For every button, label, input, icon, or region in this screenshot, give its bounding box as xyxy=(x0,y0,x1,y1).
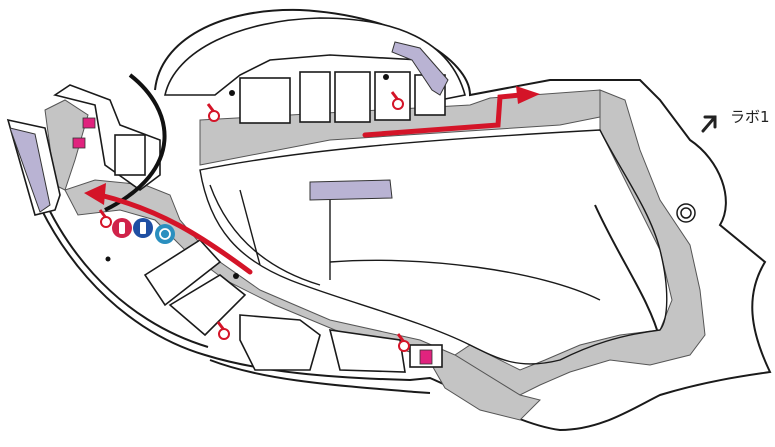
restroom-accessible-icon xyxy=(155,224,175,244)
route-arrow-icon xyxy=(97,192,253,275)
fire-extinguisher-markers xyxy=(98,91,410,352)
stairs-upper xyxy=(309,41,449,201)
elevator-icon xyxy=(72,137,86,149)
courtyard xyxy=(199,129,668,365)
elevator-icons xyxy=(72,117,433,365)
corridor xyxy=(44,89,706,421)
fire-extinguisher-icon xyxy=(98,209,112,228)
fire-extinguisher-icon xyxy=(216,321,230,340)
lower-rooms xyxy=(143,238,443,373)
fire-extinguisher-icon xyxy=(396,333,410,352)
restroom-female-icon xyxy=(112,218,132,238)
upper-rooms xyxy=(164,17,466,124)
fire-extinguisher-icon xyxy=(206,103,220,122)
restroom-icons xyxy=(112,218,175,244)
exit-arrow-icon xyxy=(701,115,717,133)
route-arrow-icon xyxy=(84,183,106,205)
column-dots xyxy=(105,74,389,279)
elevator-icon xyxy=(419,349,433,365)
route-arrow-icon xyxy=(516,86,540,104)
elevator-icon xyxy=(82,117,96,129)
route-arrows xyxy=(97,92,523,275)
stairs-left xyxy=(9,127,51,213)
fire-extinguisher-icon xyxy=(390,91,404,110)
exit-label: ラボ1 xyxy=(730,108,770,126)
round-feature xyxy=(676,203,696,223)
restroom-male-icon xyxy=(133,218,153,238)
route-arrow-icon xyxy=(362,92,523,138)
curved-wall xyxy=(104,73,167,212)
